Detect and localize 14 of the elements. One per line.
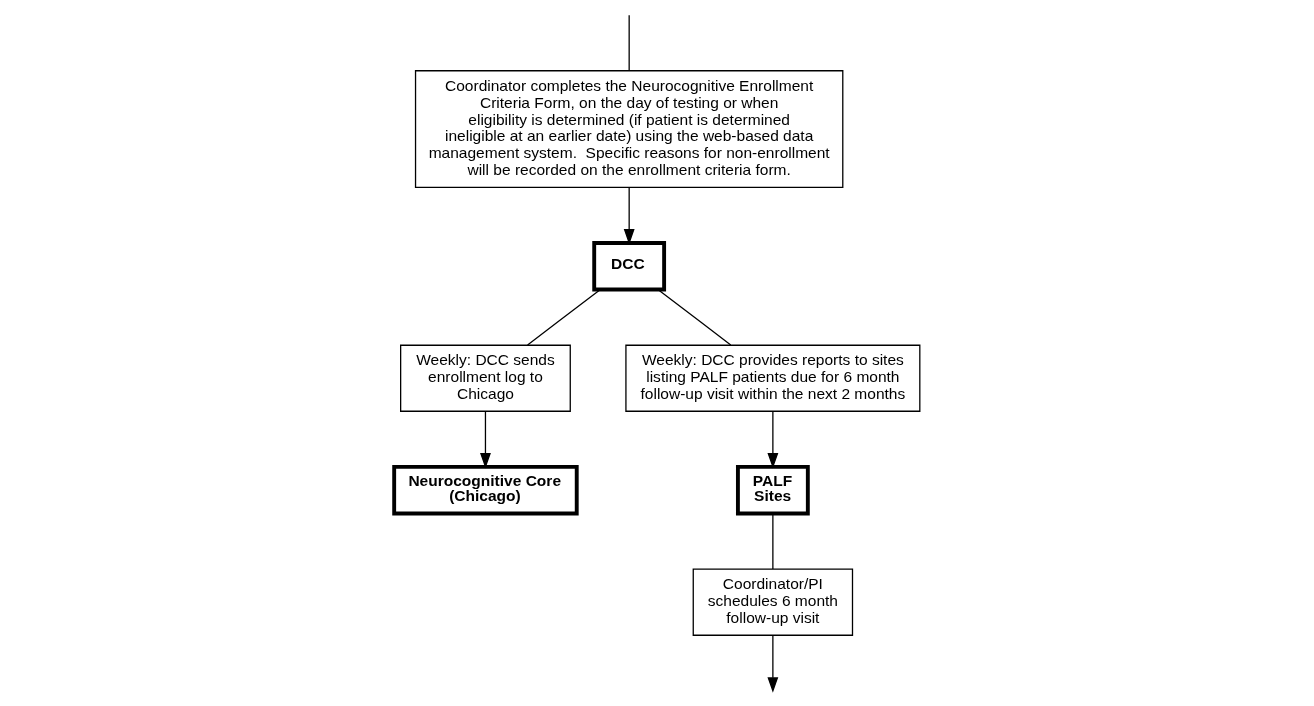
node-box: Coordinator completes the Neurocognitive Enrollment Criteria Form, on the day of testing or when eligibility is determined (if patient is determined ineligible at an earlier date) using the web-based data management system. Specific reasons for non-enrollment will be recorded on the enrollment criteria form. (414, 70, 844, 188)
connector (628, 14, 630, 72)
node-box: DCC (592, 241, 667, 292)
arrow (767, 634, 779, 693)
connector (657, 289, 732, 346)
arrow (767, 411, 779, 469)
node-box: Weekly: DCC sends enrollment log to Chicago (400, 344, 571, 412)
connector (772, 513, 774, 570)
node-box: Neurocognitive Core (Chicago) (392, 465, 579, 516)
arrow (480, 411, 491, 469)
node-box: PALF Sites (735, 465, 810, 516)
node-box: Coordinator/PI schedules 6 month follow-up visit (692, 568, 854, 636)
node-box: Weekly: DCC provides reports to sites listing PALF patients due for 6 month follow-up visit within the next 2 months (625, 344, 921, 412)
connector (526, 289, 601, 346)
